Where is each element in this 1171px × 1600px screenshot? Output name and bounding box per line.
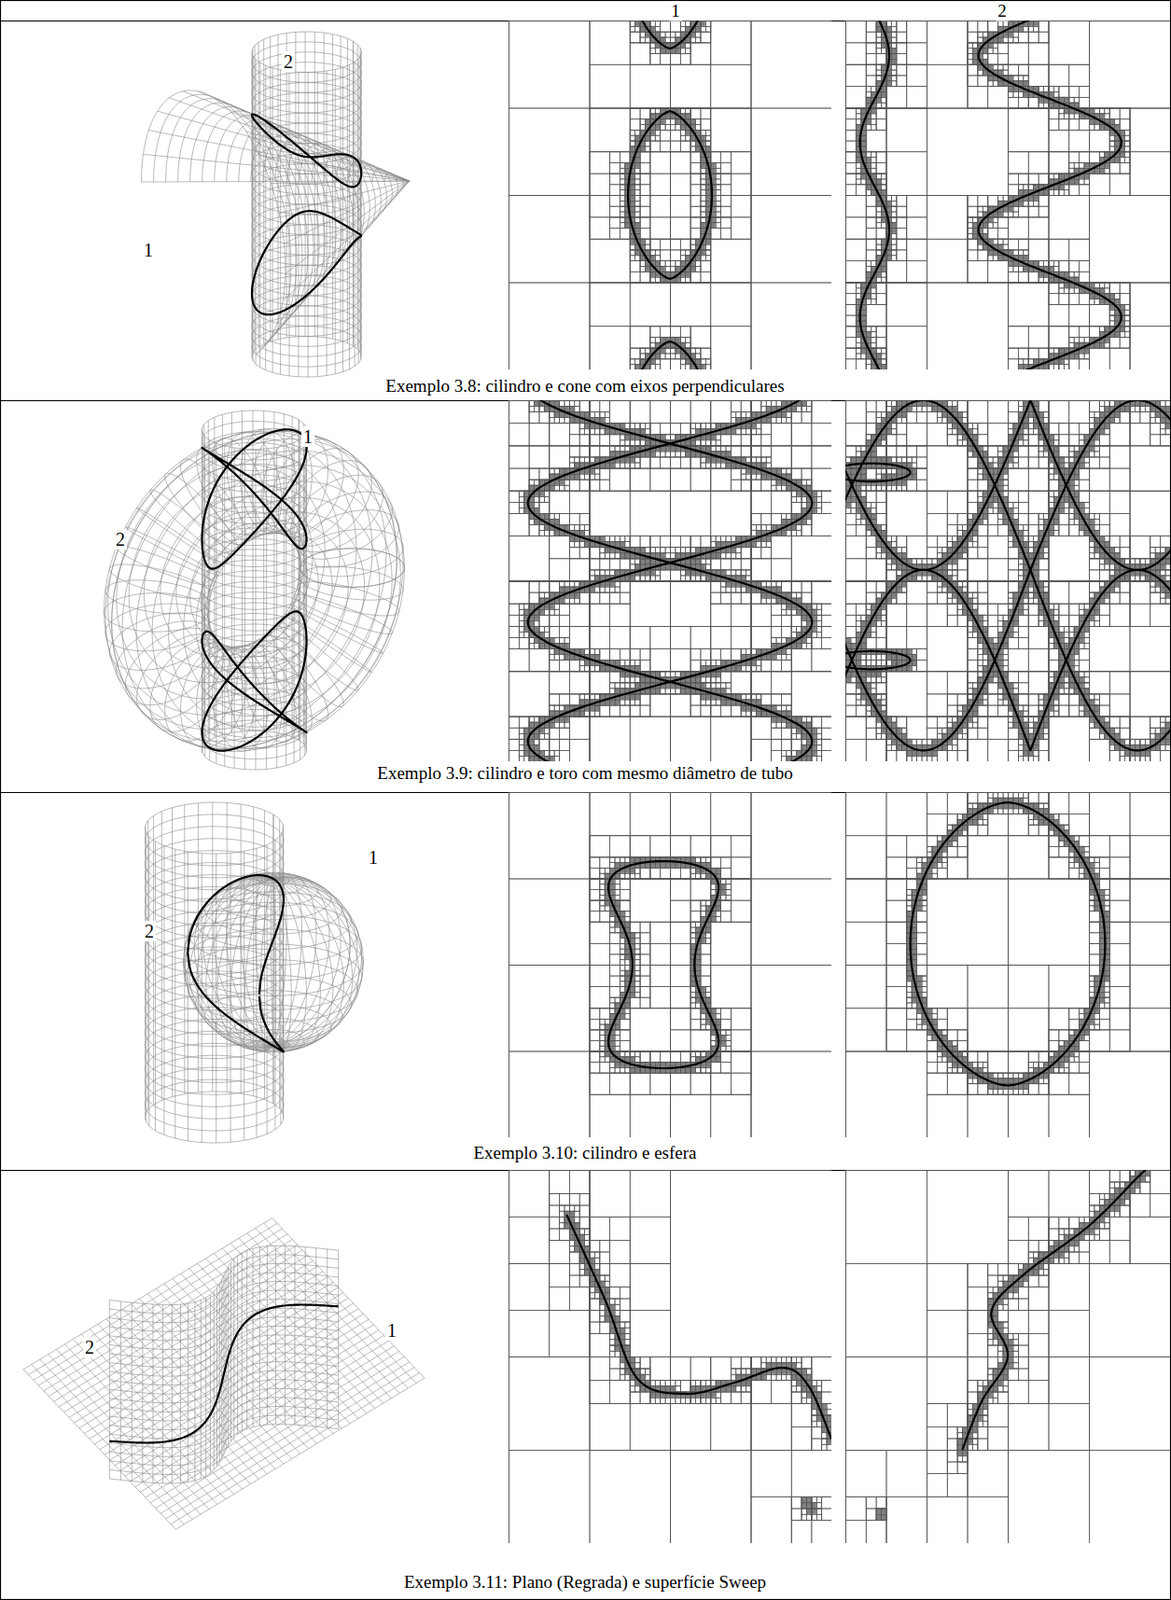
figure-table: 1221Exemplo 3.8: cilindro e cone com eix… [0,0,1171,1600]
